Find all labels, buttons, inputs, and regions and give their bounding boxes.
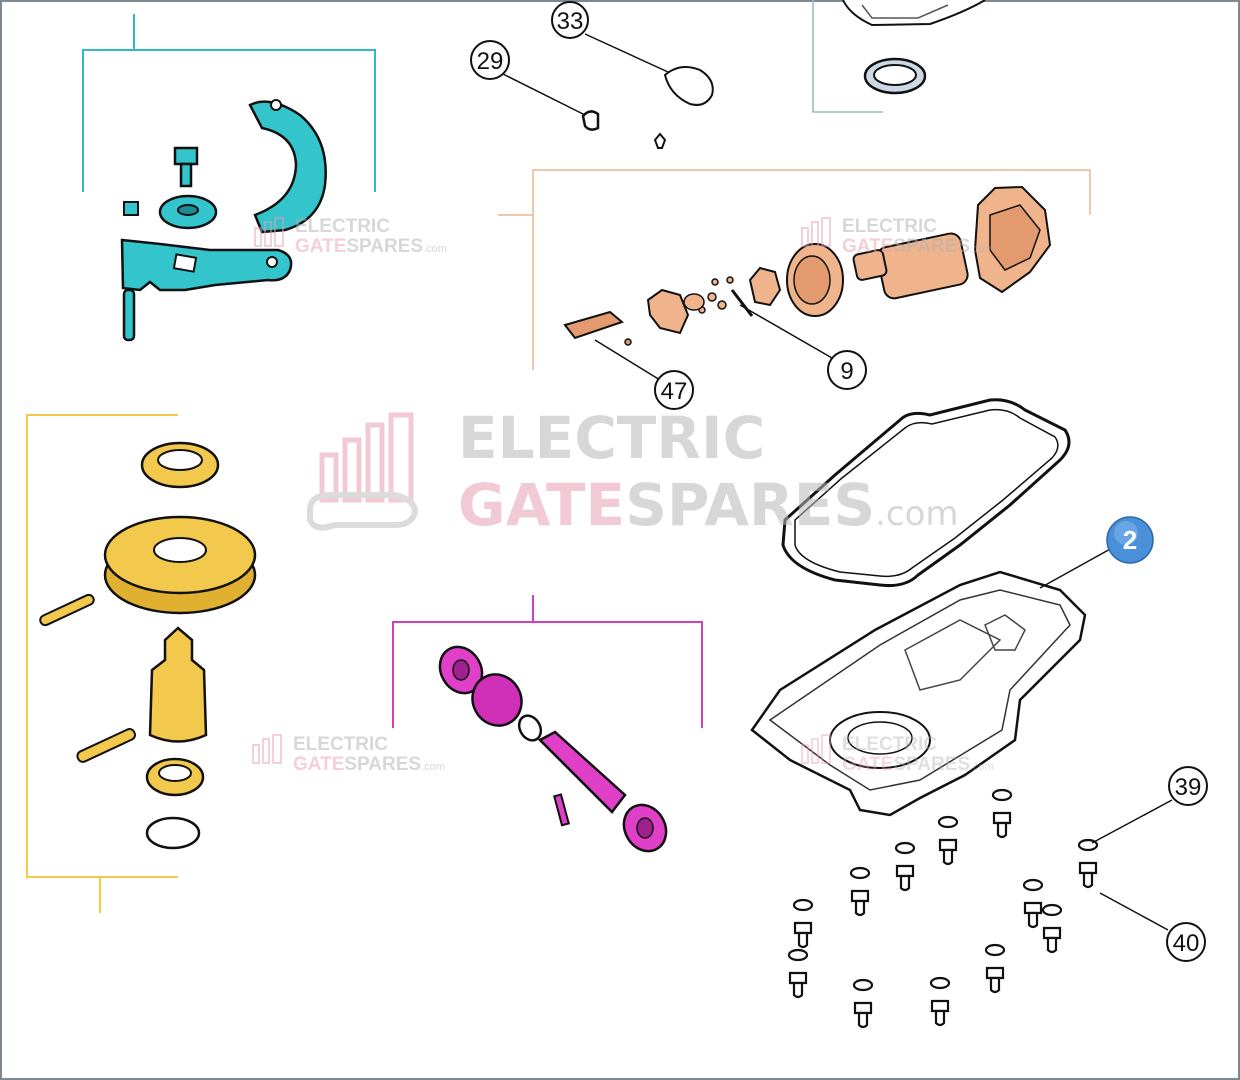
plug-part	[581, 110, 600, 131]
callout-40	[1166, 922, 1206, 962]
watermark-line1: ELECTRIC	[458, 404, 765, 472]
screw-part	[787, 948, 809, 999]
nut-part	[123, 201, 139, 216]
bushing-magenta-part	[471, 673, 523, 727]
watermark-small-4: ELECTRIC GATESPARES.com	[801, 734, 994, 775]
callout-47-label: 47	[661, 378, 688, 405]
svg-text:ELECTRIC: ELECTRIC	[295, 216, 390, 237]
screw-part	[937, 815, 959, 866]
carrier-part	[646, 288, 690, 335]
screw-part	[1041, 903, 1063, 954]
watermark-small-2: ELECTRIC GATESPARES.com	[801, 216, 994, 257]
svg-text:GATESPARES.com: GATESPARES.com	[293, 754, 445, 775]
watermark-logo-icon	[319, 412, 414, 503]
screw-part	[991, 788, 1013, 839]
watermark-small-1: ELECTRIC GATESPARES.com	[254, 216, 447, 257]
gearbox-base-assembly: 2	[750, 398, 1154, 817]
screw-part	[1077, 838, 1099, 889]
callout-40-label: 40	[1173, 930, 1200, 957]
curved-arm-part	[248, 100, 327, 234]
worm-gear-part	[537, 730, 627, 814]
callout-47	[654, 370, 694, 410]
magenta-worm-assembly	[392, 595, 703, 853]
screw-part	[849, 866, 871, 917]
small-parts-top: 33 29	[470, 1, 714, 149]
svg-text:GATESPARES.com: GATESPARES.com	[842, 236, 994, 257]
svg-text:ELECTRIC: ELECTRIC	[842, 216, 937, 237]
yellow-gear-assembly	[26, 414, 257, 913]
callout-9-label: 9	[840, 358, 853, 385]
svg-text:ELECTRIC: ELECTRIC	[293, 734, 388, 755]
o-ring-part	[145, 816, 201, 850]
svg-text:GATESPARES.com: GATESPARES.com	[295, 236, 447, 257]
callout-33	[551, 1, 589, 39]
gasket-part	[781, 398, 1071, 587]
screw-part	[852, 978, 874, 1029]
teal-lever-assembly	[82, 14, 376, 342]
lever-plate-part	[120, 238, 293, 292]
screw-part	[929, 976, 951, 1027]
callout-39-label: 39	[1175, 774, 1202, 801]
screw-callouts: 39 40	[1091, 766, 1208, 962]
callout-9	[827, 350, 867, 390]
bolt-part	[173, 146, 199, 166]
svg-text:GATESPARES.com: GATESPARES.com	[842, 754, 994, 775]
base-pan-part	[750, 570, 1087, 817]
callout-2-label: 2	[1123, 525, 1137, 555]
screws-group	[787, 788, 1099, 1029]
watermark-main: ELECTRIC GATESPARES.com	[307, 404, 959, 539]
screw-part	[1022, 878, 1044, 929]
watermark-line2: GATESPARES.com	[458, 471, 959, 539]
worm-shaft-part	[563, 310, 625, 340]
peach-motor-assembly: 9 47	[498, 169, 1091, 410]
callout-29	[470, 40, 510, 80]
output-shaft-part	[148, 626, 208, 743]
screw-part	[792, 898, 814, 949]
planet-gear-part	[748, 266, 782, 307]
callout-39	[1168, 766, 1208, 806]
callout-33-label: 33	[557, 8, 584, 35]
dowel-pin-part	[39, 593, 95, 627]
screw-part	[894, 841, 916, 892]
cover-plate-part	[663, 65, 714, 106]
callout-29-label: 29	[477, 48, 504, 75]
pin-part	[122, 288, 136, 342]
top-right-assembly	[812, 0, 986, 113]
watermark-small-3: ELECTRIC GATESPARES.com	[252, 734, 445, 775]
screw-part	[984, 943, 1006, 994]
svg-text:ELECTRIC: ELECTRIC	[842, 734, 937, 755]
